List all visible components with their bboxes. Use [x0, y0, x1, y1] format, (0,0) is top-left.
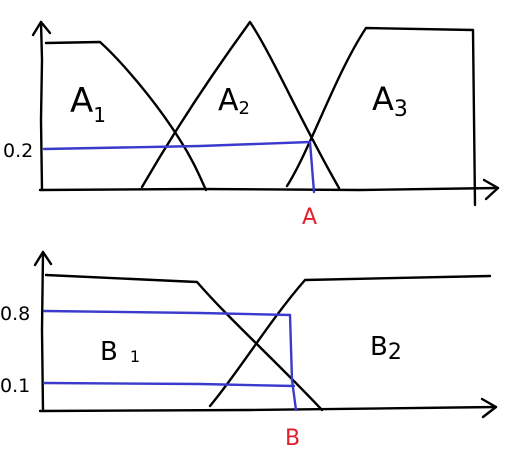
bottom-level-label-0-1: 0.1: [0, 375, 30, 397]
label-a3: A3: [372, 80, 408, 122]
bottom-y-arrowhead: [33, 250, 53, 267]
label-b2: B2: [370, 332, 402, 365]
top-x-arrowhead: [482, 178, 500, 201]
bottom-y-axis: [40, 250, 45, 413]
top-point-label: A: [302, 205, 317, 230]
label-a2: A2: [218, 83, 250, 119]
top-y-axis: [39, 20, 44, 192]
membership-b2: [208, 274, 492, 408]
membership-a1: [44, 40, 208, 192]
top-x-axis: [38, 186, 500, 192]
bottom-point-label: B: [285, 426, 300, 451]
bottom-guide-0-8: [42, 309, 292, 317]
bottom-x-arrowhead: [480, 397, 498, 419]
bottom-point-guide: [288, 313, 298, 412]
top-level-guide: [42, 140, 312, 151]
top-point-guide: [308, 140, 316, 194]
membership-a3: [285, 26, 477, 207]
bottom-x-axis: [38, 405, 498, 413]
label-a1: A1: [70, 81, 106, 127]
top-level-label: 0.2: [3, 140, 33, 162]
bottom-level-label-0-8: 0.8: [0, 303, 30, 325]
membership-a2: [140, 20, 341, 190]
membership-b1: [44, 273, 324, 412]
top-diagram: A1 A2 A3 0.2 A: [3, 20, 500, 230]
bottom-guide-0-1: [42, 381, 296, 388]
top-y-arrowhead: [31, 20, 52, 37]
